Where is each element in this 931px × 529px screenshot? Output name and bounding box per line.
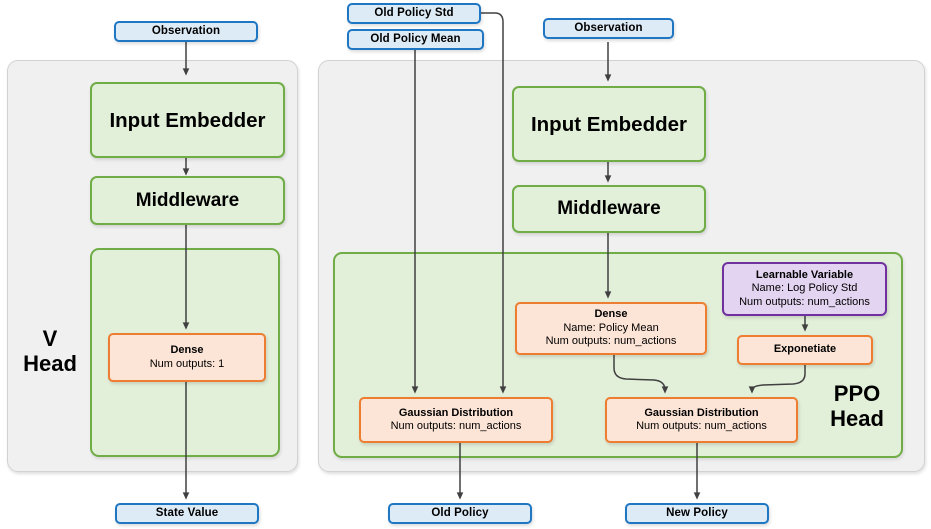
ppo-gaussian-new-title: Gaussian Distribution: [644, 406, 759, 419]
v-head-dense[interactable]: Dense Num outputs: 1: [108, 333, 266, 382]
ppo-dense-policy-mean[interactable]: Dense Name: Policy Mean Num outputs: num…: [515, 302, 707, 355]
ppo-input-observation[interactable]: Observation: [543, 18, 674, 39]
ppo-gaussian-new-num-outputs: Num outputs: num_actions: [636, 420, 767, 432]
v-head-input-observation-label: Observation: [151, 25, 221, 38]
ppo-exponetiate[interactable]: Exponetiate: [737, 335, 873, 365]
ppo-middleware[interactable]: Middleware: [512, 185, 706, 233]
v-head-input-embedder-label: Input Embedder: [109, 108, 266, 132]
ppo-gaussian-distribution-old[interactable]: Gaussian Distribution Num outputs: num_a…: [359, 397, 553, 443]
ppo-input-observation-label: Observation: [574, 22, 643, 35]
ppo-dense-title: Dense: [594, 308, 628, 321]
ppo-gaussian-old-title: Gaussian Distribution: [398, 406, 514, 419]
v-head-dense-num-outputs: Num outputs: 1: [149, 357, 225, 370]
ppo-learnable-variable-name: Name: Log Policy Std: [751, 282, 858, 295]
ppo-dense-num-outputs: Num outputs: num_actions: [545, 335, 677, 348]
v-head-middleware[interactable]: Middleware: [90, 176, 285, 225]
ppo-exponetiate-title: Exponetiate: [773, 343, 837, 356]
ppo-input-old-policy-mean-label: Old Policy Mean: [370, 33, 461, 46]
ppo-middleware-label: Middleware: [557, 198, 661, 220]
ppo-output-old-policy[interactable]: Old Policy: [388, 503, 532, 524]
ppo-gaussian-distribution-new[interactable]: Gaussian Distribution Num outputs: num_a…: [605, 397, 798, 443]
v-head-middleware-label: Middleware: [135, 189, 240, 211]
ppo-learnable-variable-title: Learnable Variable: [755, 268, 854, 281]
ppo-output-new-policy[interactable]: New Policy: [625, 503, 769, 524]
ppo-input-embedder-label: Input Embedder: [530, 112, 688, 136]
ppo-gaussian-old-num-outputs: Num outputs: num_actions: [390, 420, 522, 432]
v-head-label: V Head: [23, 326, 77, 377]
ppo-input-embedder[interactable]: Input Embedder: [512, 86, 706, 162]
ppo-output-old-policy-label: Old Policy: [431, 507, 489, 520]
ppo-input-old-policy-mean[interactable]: Old Policy Mean: [347, 29, 484, 50]
v-head-input-embedder[interactable]: Input Embedder: [90, 82, 285, 158]
ppo-learnable-variable-num-outputs: Num outputs: num_actions: [739, 295, 870, 308]
ppo-input-old-policy-std-label: Old Policy Std: [374, 7, 454, 20]
v-head-dense-title: Dense: [170, 344, 204, 357]
ppo-output-new-policy-label: New Policy: [666, 507, 728, 520]
ppo-dense-name: Name: Policy Mean: [563, 321, 659, 334]
v-head-output-state-value-label: State Value: [155, 507, 219, 520]
ppo-head-label: PPO Head: [830, 381, 884, 432]
ppo-learnable-variable[interactable]: Learnable Variable Name: Log Policy Std …: [722, 262, 887, 316]
ppo-input-old-policy-std[interactable]: Old Policy Std: [347, 3, 481, 24]
v-head-output-state-value[interactable]: State Value: [115, 503, 259, 524]
v-head-input-observation[interactable]: Observation: [114, 21, 258, 42]
